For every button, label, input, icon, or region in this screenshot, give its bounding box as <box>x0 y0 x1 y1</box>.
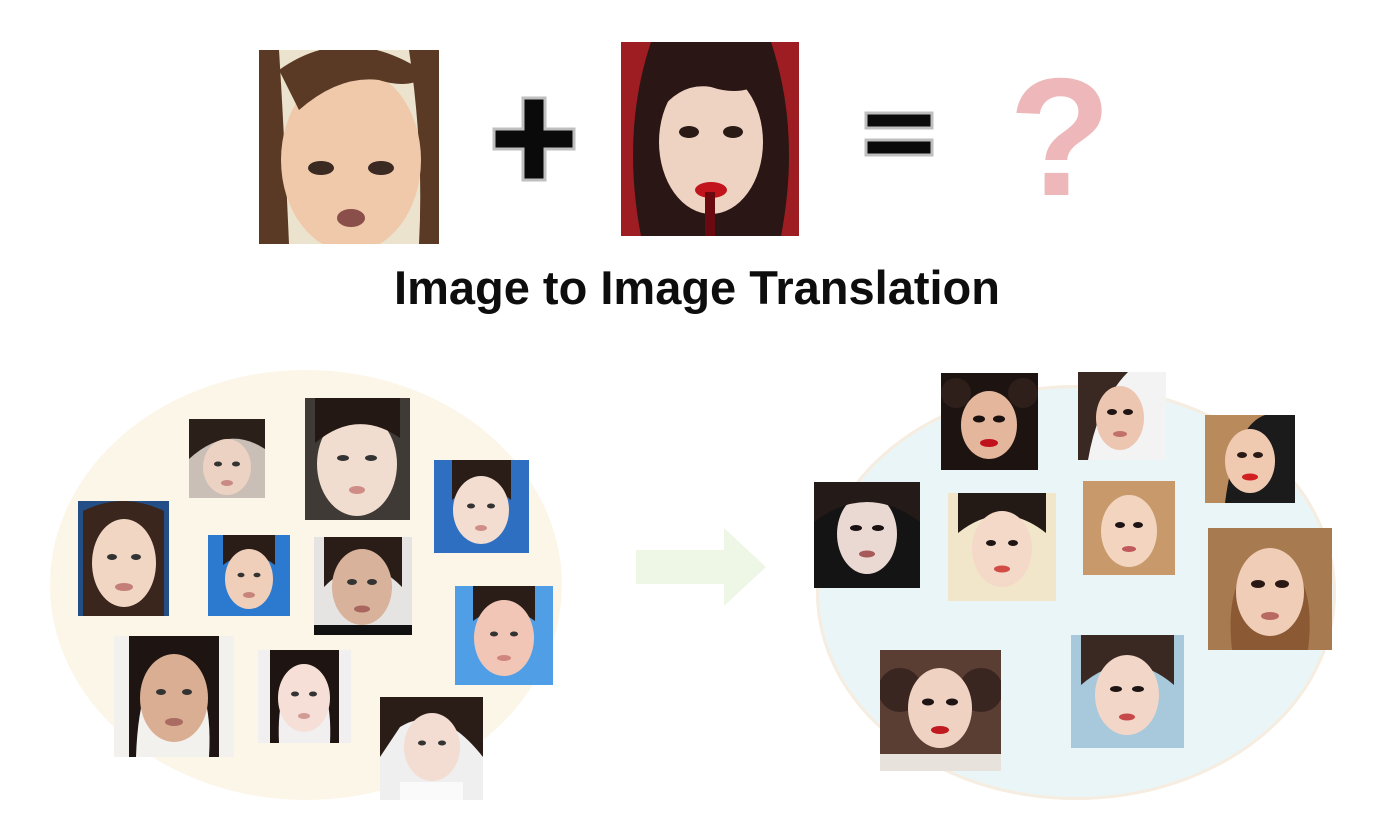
makeup-face-2 <box>1078 372 1166 460</box>
no-makeup-face-2 <box>305 398 410 520</box>
makeup-face-4 <box>814 482 920 588</box>
question-mark: ? <box>1008 43 1112 231</box>
no-makeup-face-5 <box>208 535 290 616</box>
page-title: Image to Image Translation <box>394 261 1000 314</box>
no-makeup-face-9 <box>258 650 351 743</box>
no-makeup-face-1 <box>189 419 265 498</box>
no-makeup-face-8 <box>114 636 234 757</box>
no-makeup-face-10 <box>380 697 483 800</box>
source-face-photo <box>259 50 439 244</box>
makeup-face-5 <box>948 493 1056 601</box>
makeup-face-7 <box>1208 528 1332 650</box>
no-makeup-face-4 <box>78 501 169 616</box>
no-makeup-face-3 <box>434 460 529 553</box>
makeup-face-8 <box>880 650 1001 771</box>
equals-icon <box>864 111 934 157</box>
makeup-face-3 <box>1205 415 1295 503</box>
plus-icon <box>492 96 576 182</box>
makeup-face-6 <box>1083 481 1175 575</box>
makeup-reference-photo <box>621 42 799 236</box>
makeup-face-1 <box>941 373 1038 470</box>
makeup-face-9 <box>1071 635 1184 748</box>
no-makeup-face-6 <box>314 537 412 635</box>
no-makeup-face-7 <box>455 586 553 685</box>
right-arrow-icon <box>636 528 766 606</box>
